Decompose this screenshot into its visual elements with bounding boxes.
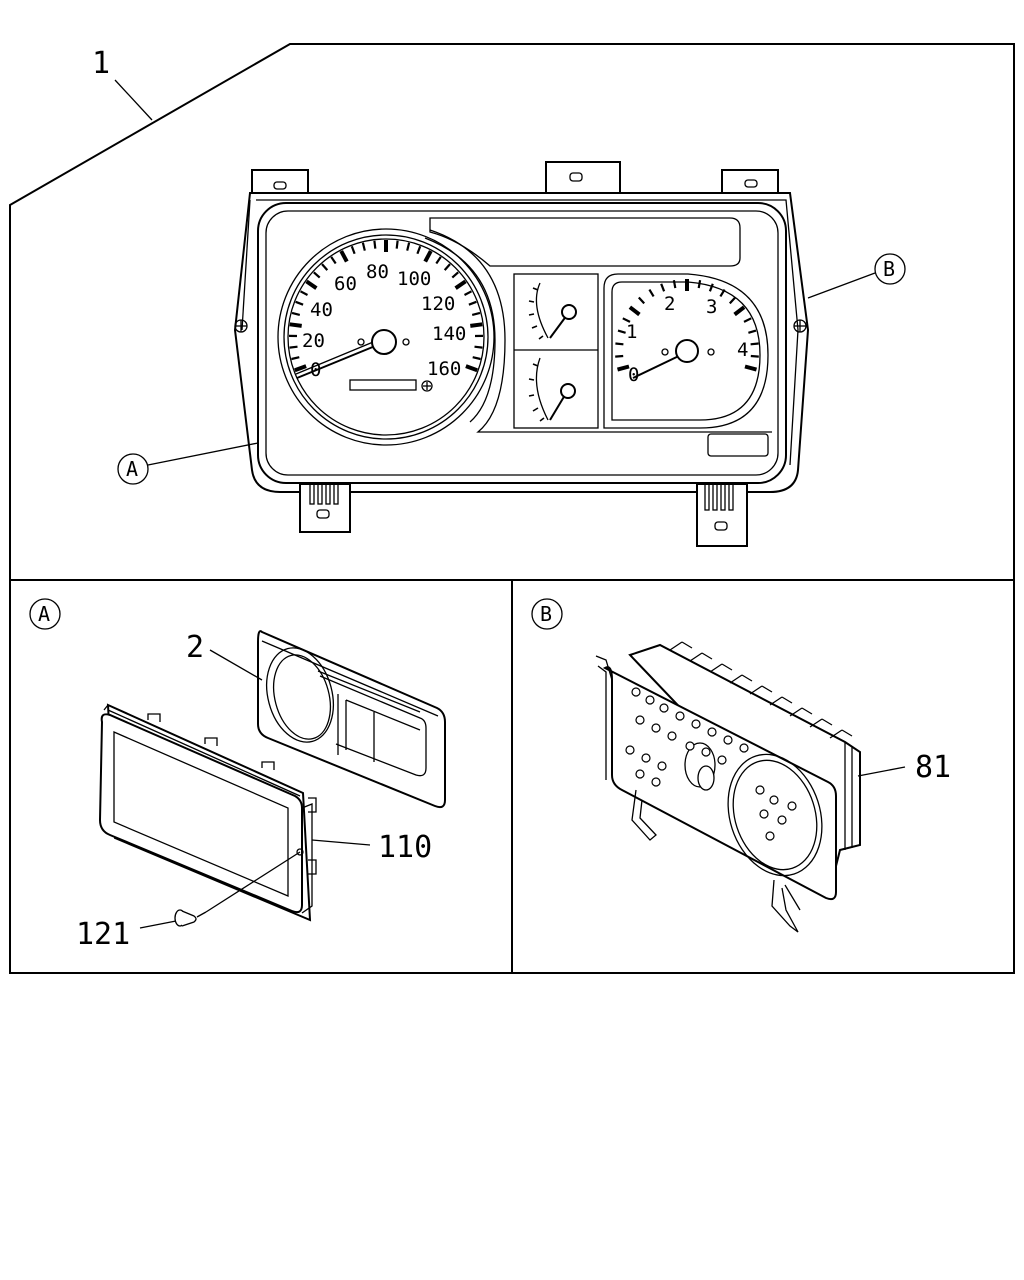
tach-label-4: 4 [737, 339, 748, 361]
callout-a-top: A [117, 442, 259, 485]
speed-label-20: 20 [302, 330, 325, 352]
tach-needle [632, 353, 684, 379]
detail-b-marker [531, 598, 563, 630]
detail-a: A 2 [29, 598, 446, 952]
meter-unit [595, 641, 861, 933]
tachometer: 0 1 2 3 4 [603, 273, 769, 457]
bottom-connector-left [299, 483, 351, 533]
odometer-display [349, 379, 417, 391]
speedometer: 0 20 40 60 80 100 120 140 160 [277, 228, 495, 446]
svg-text:1: 1 [92, 46, 110, 81]
callout-2: 2 [186, 630, 263, 681]
speed-label-100: 100 [397, 268, 431, 290]
speed-needle-hub [371, 329, 397, 355]
tach-label-3: 3 [706, 296, 717, 318]
tach-label-2: 2 [664, 293, 675, 315]
center-gauges [513, 273, 599, 429]
side-bolt-left [234, 319, 248, 333]
detail-a-marker [29, 598, 61, 630]
svg-text:B: B [883, 257, 895, 281]
glass-frame [98, 703, 317, 922]
indicator-window [707, 433, 769, 457]
callout-110: 110 [311, 830, 432, 865]
instrument-cluster: 0 20 40 60 80 100 120 140 160 [233, 161, 810, 547]
svg-text:2: 2 [186, 630, 204, 665]
speed-needle [296, 343, 381, 379]
speed-label-120: 120 [421, 293, 455, 315]
tach-needle-hub [675, 339, 699, 363]
tach-label-0: 0 [628, 364, 639, 386]
top-mounting-tabs [251, 161, 779, 195]
callout-b-top: B [807, 253, 906, 299]
callout-1: 1 [92, 46, 153, 121]
svg-text:110: 110 [378, 830, 432, 865]
detail-b: B 81 [531, 598, 951, 933]
speed-label-160: 160 [427, 358, 461, 380]
bottom-connector-right [696, 483, 748, 547]
tach-label-1: 1 [626, 321, 637, 343]
main-frame [9, 43, 1015, 974]
speed-label-80: 80 [366, 261, 389, 283]
svg-text:A: A [126, 457, 138, 481]
svg-text:81: 81 [915, 750, 951, 785]
speed-label-60: 60 [334, 273, 357, 295]
speed-label-140: 140 [432, 323, 466, 345]
callout-121: 121 [76, 917, 177, 952]
svg-text:B: B [540, 602, 552, 626]
svg-text:121: 121 [76, 917, 130, 952]
face-plate [257, 630, 446, 809]
screw [174, 851, 301, 927]
bezel [257, 202, 787, 484]
callout-81: 81 [857, 750, 951, 785]
side-bolt-right [793, 319, 807, 333]
speed-label-40: 40 [310, 299, 333, 321]
svg-text:A: A [38, 602, 50, 626]
